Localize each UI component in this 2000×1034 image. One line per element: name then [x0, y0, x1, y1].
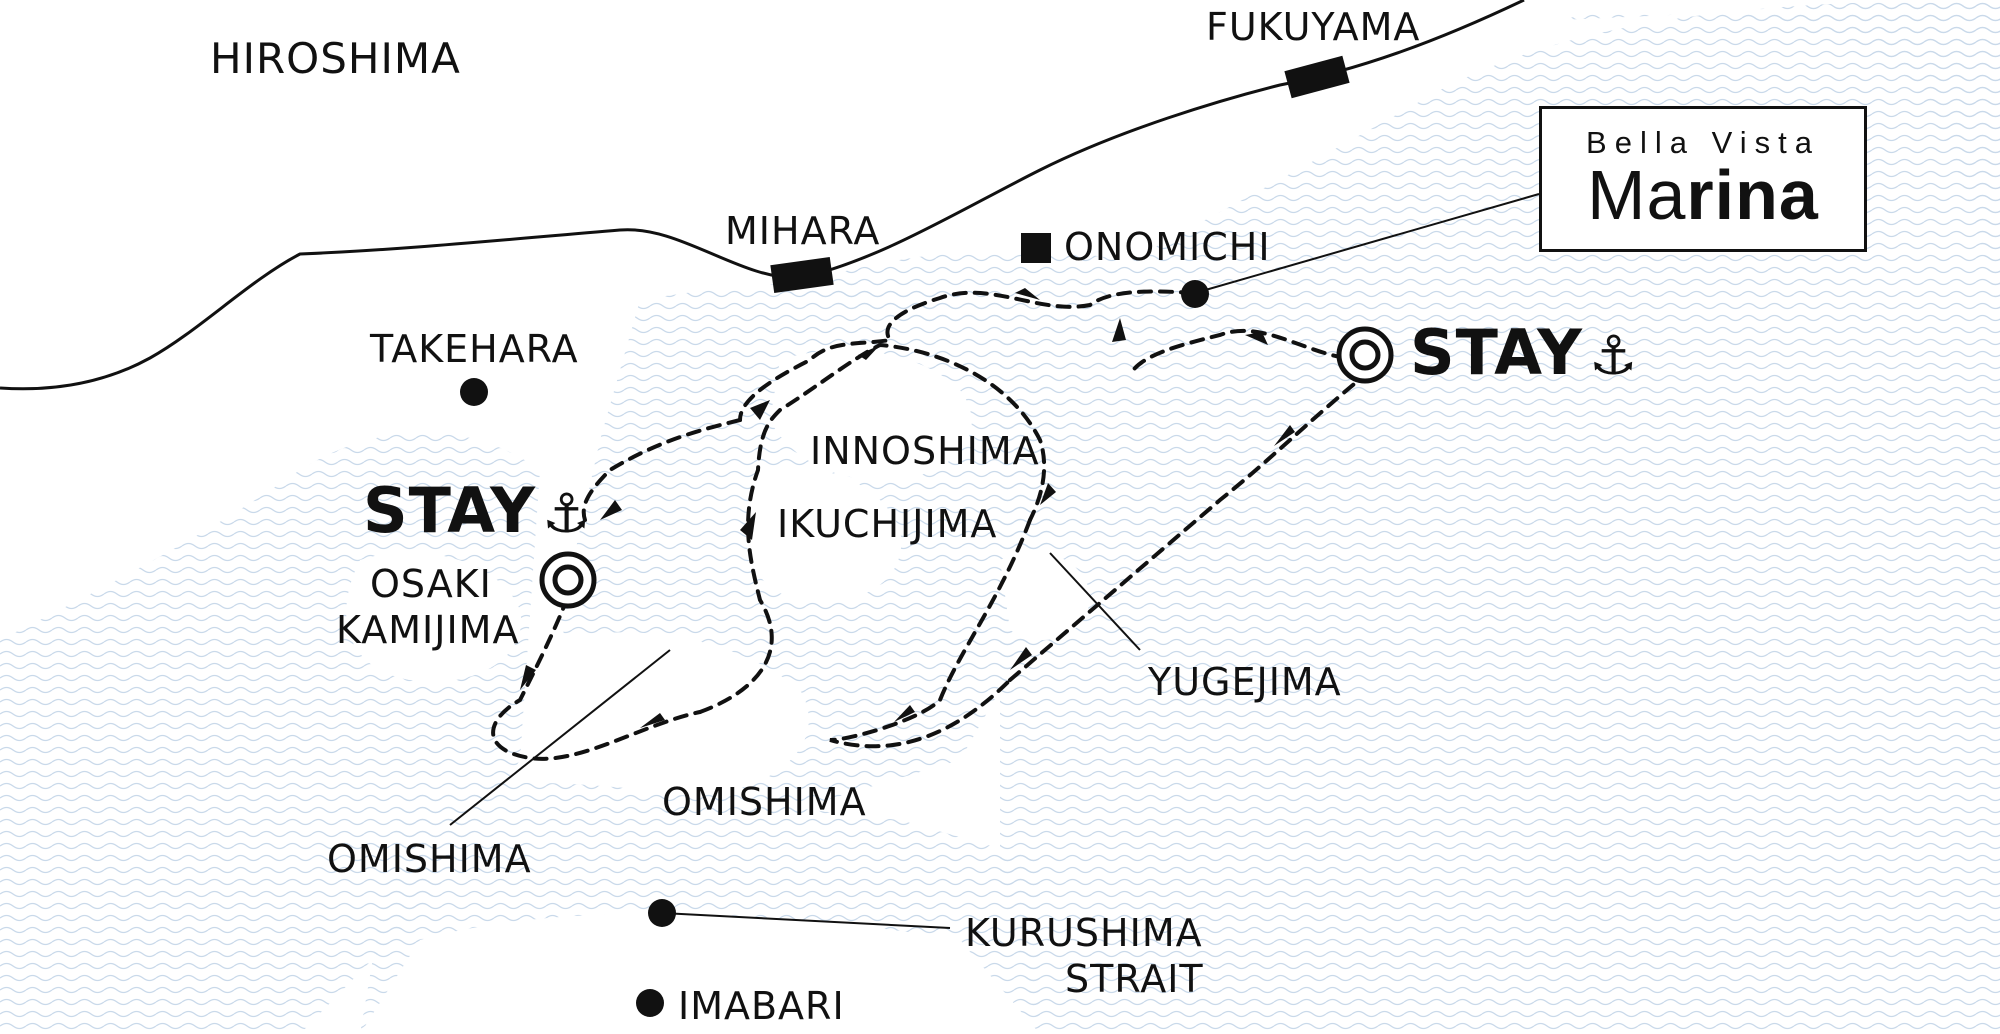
label-omishima-left: OMISHIMA — [327, 837, 532, 881]
stay-text: STAY — [363, 474, 537, 547]
route-ikuchijima-loop — [698, 342, 1047, 714]
route-arrow — [740, 512, 756, 540]
label-hiroshima: HIROSHIMA — [210, 34, 461, 83]
label-innoshima: INNOSHIMA — [810, 429, 1040, 473]
stay-label-east: STAY⚓ — [1410, 322, 1639, 384]
label-osaki: OSAKI — [370, 562, 492, 606]
island-ikuchijima — [745, 467, 902, 602]
route-arrow — [858, 345, 880, 360]
label-takehara: TAKEHARA — [370, 327, 579, 371]
logo-ma: Ma — [1587, 156, 1687, 234]
dot-onomichi — [1181, 280, 1209, 308]
route-arrow — [750, 400, 770, 420]
stay-marker-west — [539, 551, 597, 609]
island-innoshima — [770, 350, 972, 481]
label-mihara: MIHARA — [725, 209, 881, 253]
route-arrows — [520, 288, 1295, 728]
logo-line1: Bella Vista — [1586, 125, 1820, 160]
route-arrow — [1274, 425, 1295, 446]
route-arrow — [1010, 647, 1032, 670]
station-mihara — [770, 256, 834, 294]
dot-takehara — [460, 378, 488, 406]
route-to-osaki — [581, 418, 742, 522]
label-imabari: IMABARI — [678, 984, 845, 1028]
anchor-icon: ⚓ — [1589, 324, 1639, 387]
route-arrow — [640, 713, 665, 728]
square-onomichi — [1021, 233, 1051, 263]
route-arrow — [1015, 288, 1040, 300]
stay-marker-east — [1336, 326, 1394, 384]
islands — [346, 350, 1090, 1034]
label-yugejima: YUGEJIMA — [1148, 660, 1342, 704]
dot-kurushima — [648, 899, 676, 927]
bella-vista-marina-logo: Bella Vista Marina — [1539, 106, 1867, 252]
logo-line2: Marina — [1542, 160, 1864, 230]
stay-text: STAY — [1410, 316, 1584, 389]
railway-line — [0, 0, 1525, 391]
pointer-kurushima — [661, 912, 951, 929]
route-arrow — [600, 500, 622, 520]
island-shikoku — [360, 913, 1040, 1034]
pointer-yugejima — [1049, 552, 1141, 651]
route-arrow — [1040, 483, 1056, 505]
label-onomichi: ONOMICHI — [1064, 225, 1271, 269]
island-osaki — [346, 552, 522, 682]
label-fukuyama: FUKUYAMA — [1206, 5, 1421, 49]
label-omishima-center: OMISHIMA — [662, 780, 867, 824]
label-strait: STRAIT — [1065, 957, 1204, 1001]
route-onomichi-west — [738, 289, 1195, 422]
route-arrow — [894, 705, 915, 722]
sea-east — [1000, 0, 2000, 1034]
stay-label-west: STAY⚓ — [363, 480, 592, 542]
label-ikuchijima: IKUCHIJIMA — [777, 502, 998, 546]
island-omishima — [545, 632, 809, 796]
route — [491, 289, 1367, 761]
route-arrow — [1112, 318, 1126, 342]
route-south-east — [829, 518, 1032, 749]
line-logo-connector — [1194, 193, 1540, 294]
route-arrow — [1245, 332, 1268, 345]
route-east-to-onomichi — [1128, 328, 1347, 377]
route-osaki-south — [491, 576, 702, 761]
station-fukuyama — [1284, 55, 1350, 99]
label-kurushima: KURUSHIMA — [965, 911, 1203, 955]
anchor-icon: ⚓ — [542, 482, 592, 545]
route-arrow — [520, 665, 536, 690]
label-kamijima: KAMIJIMA — [336, 608, 520, 652]
sea-north-inner — [780, 250, 1120, 330]
sea-upper-right — [1560, 0, 2000, 320]
island-yugejima — [1000, 552, 1090, 640]
pointer-omishima-left — [449, 649, 671, 826]
logo-rina: rina — [1686, 156, 1819, 234]
dot-imabari — [636, 989, 664, 1017]
route-back-east — [1008, 373, 1367, 682]
